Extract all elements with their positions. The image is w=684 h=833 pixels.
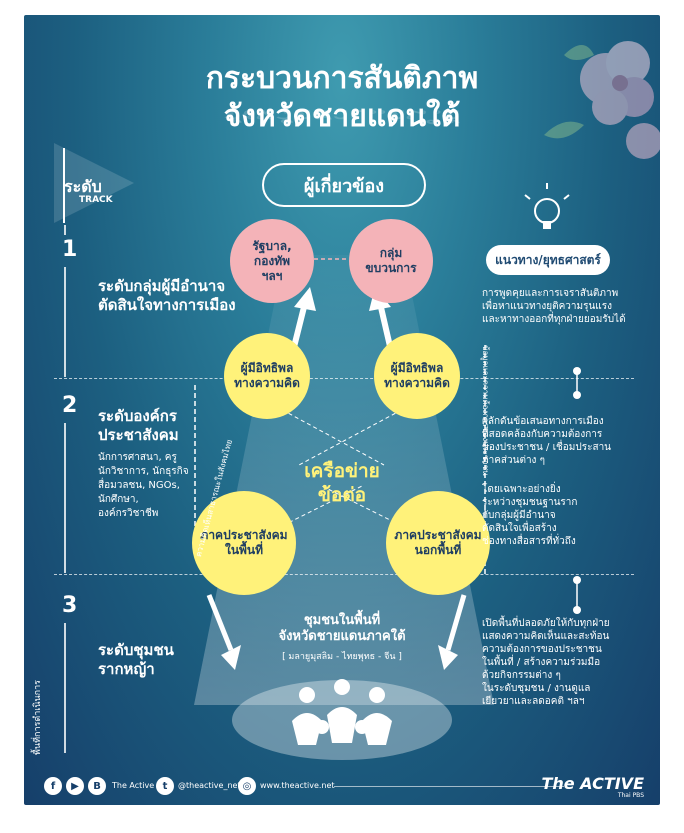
footer: f ▶ B The Active t @theactive_net ◎ www.… (24, 770, 660, 805)
community-subtitle: [ มลายูมุสลิม - ไทยพุทธ - จีน ] (282, 652, 402, 662)
arrow-down-left (206, 594, 234, 651)
track-flag-icon (54, 143, 134, 223)
strategy-level-3: เปิดพื้นที่ปลอดภัยให้กับทุกฝ่ายแสดงความค… (482, 618, 610, 707)
track-sublabel: TRACK (79, 195, 113, 205)
node-government: รัฐบาล,กองทัพฯลฯ (230, 219, 314, 303)
footer-handle: @theactive_net (178, 781, 241, 790)
facebook-icon[interactable]: f (44, 777, 62, 795)
level-2-number: 2 (62, 393, 78, 418)
strategy-level-2a: ผลักดันข้อเสนอทางการเมืองที่สอดคล้องกับค… (482, 416, 612, 466)
infographic-card: กระบวนการสันติภาพ จังหวัดชายแดนใต้ จังหว… (24, 15, 660, 805)
track-label: ระดับ (64, 177, 102, 196)
title-line-1: กระบวนการสันติภาพ (205, 61, 479, 96)
blockdit-icon[interactable]: B (88, 777, 106, 795)
arrow-down-right (445, 594, 467, 651)
title-line-2: จังหวัดชายแดนใต้ (223, 99, 461, 134)
node-civil-society-inside: ภาคประชาสังคมในพื้นที่ (192, 491, 296, 595)
the-active-logo: The ACTIVE (541, 774, 644, 793)
level-divider-2 (54, 574, 634, 575)
youtube-icon[interactable]: ▶ (66, 777, 84, 795)
community-title: ชุมชนในพื้นที่จังหวัดชายแดนภาคใต้ (278, 613, 406, 644)
network-label: เครือข่ายข้อต่อ (304, 460, 380, 506)
level-divider-1 (54, 378, 634, 379)
strategy-level-1: การพูดคุยและการเจราสันติภาพเพื่อหาแนวทาง… (482, 288, 626, 325)
level-3-title: ระดับชุมชนรากหญ้า (98, 641, 174, 678)
thai-pbs-label: Thai PBS (617, 792, 644, 799)
level-2-members: นักการศาสนา, ครู นักวิชาการ, นักธุรกิจ ส… (98, 452, 189, 519)
strategy-badge: แนวทาง/ยุทธศาสตร์ (486, 245, 610, 275)
lightbulb-icon (524, 183, 570, 229)
footer-brand: The Active (112, 781, 155, 790)
level-1-title: ระดับกลุ่มผู้มีอำนาจตัดสินใจทางการเมือง (98, 277, 236, 314)
website-icon[interactable]: ◎ (238, 777, 256, 795)
strategy-level-2b: โดยเฉพาะอย่างยิ่งระหว่างชุมชนฐานรากกับกล… (482, 484, 578, 547)
level-1-number: 1 (62, 237, 78, 262)
footer-website[interactable]: www.theactive.net (260, 781, 335, 790)
level-2-title: ระดับองค์กรประชาสังคม (98, 407, 179, 444)
title-reflection: จังหวัดชายแดนใต้ (223, 106, 461, 125)
flower-decoration (544, 41, 660, 159)
level-3-number: 3 (62, 593, 78, 618)
node-influencer-left: ผู้มีอิทธิพลทางความคิด (224, 333, 310, 419)
node-movement: กลุ่มขบวนการ (349, 219, 433, 303)
node-civil-society-outside: ภาคประชาสังคมนอกพื้นที่ (386, 491, 490, 595)
community-people-icon (292, 679, 392, 745)
node-influencer-right: ผู้มีอิทธิพลทางความคิด (374, 333, 460, 419)
stakeholders-badge: ผู้เกี่ยวข้อง (262, 163, 426, 207)
operation-area-label: พื้นที่การดำเนินการ (33, 680, 43, 755)
twitter-icon[interactable]: t (156, 777, 174, 795)
